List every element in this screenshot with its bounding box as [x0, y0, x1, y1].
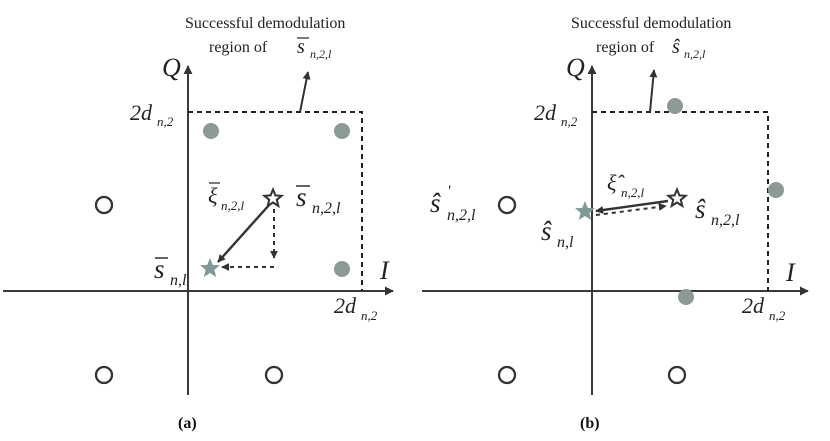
hollow-point-b-3 — [667, 365, 687, 385]
hollow-point-a-2 — [94, 365, 114, 385]
svg-text:2d: 2d — [742, 293, 765, 318]
svg-text:2d: 2d — [130, 100, 153, 125]
hollow-point-b-1 — [497, 195, 517, 215]
dashed-path-b — [595, 202, 667, 216]
svg-text:2d: 2d — [534, 100, 557, 125]
constellation-point-b-1 — [667, 98, 683, 114]
svg-text:ŝ: ŝ — [695, 194, 706, 224]
received-star-b — [575, 201, 595, 220]
svg-text:s: s — [154, 254, 165, 284]
svg-text:n,2: n,2 — [157, 114, 174, 129]
received-label-b: ŝ n,l — [541, 216, 574, 251]
target-star-b — [665, 186, 689, 209]
constellation-point-a-3 — [334, 261, 350, 277]
svg-text:n,2,l: n,2,l — [621, 185, 645, 200]
svg-text:': ' — [447, 183, 451, 200]
received-label-a: s n,l — [154, 254, 187, 289]
constellation-point-b-2 — [768, 182, 784, 198]
panel-label-a: (a) — [178, 415, 197, 432]
q-axis-label-a: Q — [162, 53, 181, 82]
svg-text:n,2,l: n,2,l — [221, 198, 245, 213]
svg-text:n,2,l: n,2,l — [447, 207, 476, 224]
hollow-point-a-1 — [94, 195, 114, 215]
svg-text:n,l: n,l — [557, 234, 574, 251]
caption-line2-b: region of — [596, 39, 655, 56]
svg-text:n,2,l: n,2,l — [310, 47, 332, 61]
xi-label-a: ξ n,2,l — [208, 182, 245, 213]
received-star-a — [200, 258, 220, 277]
error-vector-a — [217, 203, 271, 263]
caption-line2-a: region of — [209, 39, 268, 56]
caption-line1-a: Successful demodulation — [185, 15, 345, 32]
caption-pointer-a — [299, 71, 311, 113]
svg-text:n,l: n,l — [170, 272, 187, 289]
svg-text:ξ: ξ — [208, 183, 218, 208]
svg-text:n,2: n,2 — [561, 114, 578, 129]
svg-text:s: s — [296, 182, 307, 212]
svg-text:n,2,l: n,2,l — [711, 212, 740, 229]
constellation-point-a-1 — [203, 123, 219, 139]
svg-text:ŝ: ŝ — [430, 188, 441, 218]
target-label-b: ŝ n,2,l — [695, 194, 740, 229]
caption-line1-b: Successful demodulation — [571, 15, 731, 32]
svg-text:n,2,l: n,2,l — [684, 47, 706, 61]
svg-text:ŝ: ŝ — [541, 216, 552, 246]
caption-pointer-b — [649, 69, 658, 113]
i-tick-label-a: 2d n,2 — [334, 293, 378, 323]
panel-b: Q I Successful demodulation region of ŝ … — [422, 15, 809, 432]
constellation-point-b-3 — [678, 289, 694, 305]
target-star-a — [261, 186, 285, 209]
i-axis-label-a: I — [379, 256, 390, 285]
q-tick-label-a: 2d n,2 — [130, 100, 174, 129]
hollow-point-a-3 — [264, 365, 284, 385]
caption-symbol-a: s n,2,l — [297, 36, 332, 61]
xi-label-b: ξ̂ n,2,l — [607, 170, 645, 200]
i-tick-label-b: 2d n,2 — [742, 293, 786, 323]
prime-label-b: ŝ ' n,2,l — [430, 183, 476, 224]
demodulation-region-a — [188, 111, 363, 291]
svg-text:2d: 2d — [334, 293, 357, 318]
error-vector-b — [595, 199, 669, 214]
svg-text:ŝ: ŝ — [672, 36, 680, 58]
caption-symbol-b: ŝ n,2,l — [672, 36, 706, 61]
svg-text:n,2,l: n,2,l — [312, 200, 341, 217]
svg-text:n,2: n,2 — [361, 308, 378, 323]
q-tick-label-b: 2d n,2 — [534, 100, 578, 129]
svg-text:s: s — [297, 36, 305, 58]
svg-text:n,2: n,2 — [769, 308, 786, 323]
target-label-a: s n,2,l — [296, 182, 341, 217]
q-axis-label-b: Q — [566, 53, 585, 82]
panel-a: Q I Successful demodulation region of s … — [3, 15, 394, 432]
i-axis-label-b: I — [785, 258, 796, 287]
hollow-point-b-2 — [497, 365, 517, 385]
constellation-point-a-2 — [334, 123, 350, 139]
panel-label-b: (b) — [580, 415, 600, 432]
